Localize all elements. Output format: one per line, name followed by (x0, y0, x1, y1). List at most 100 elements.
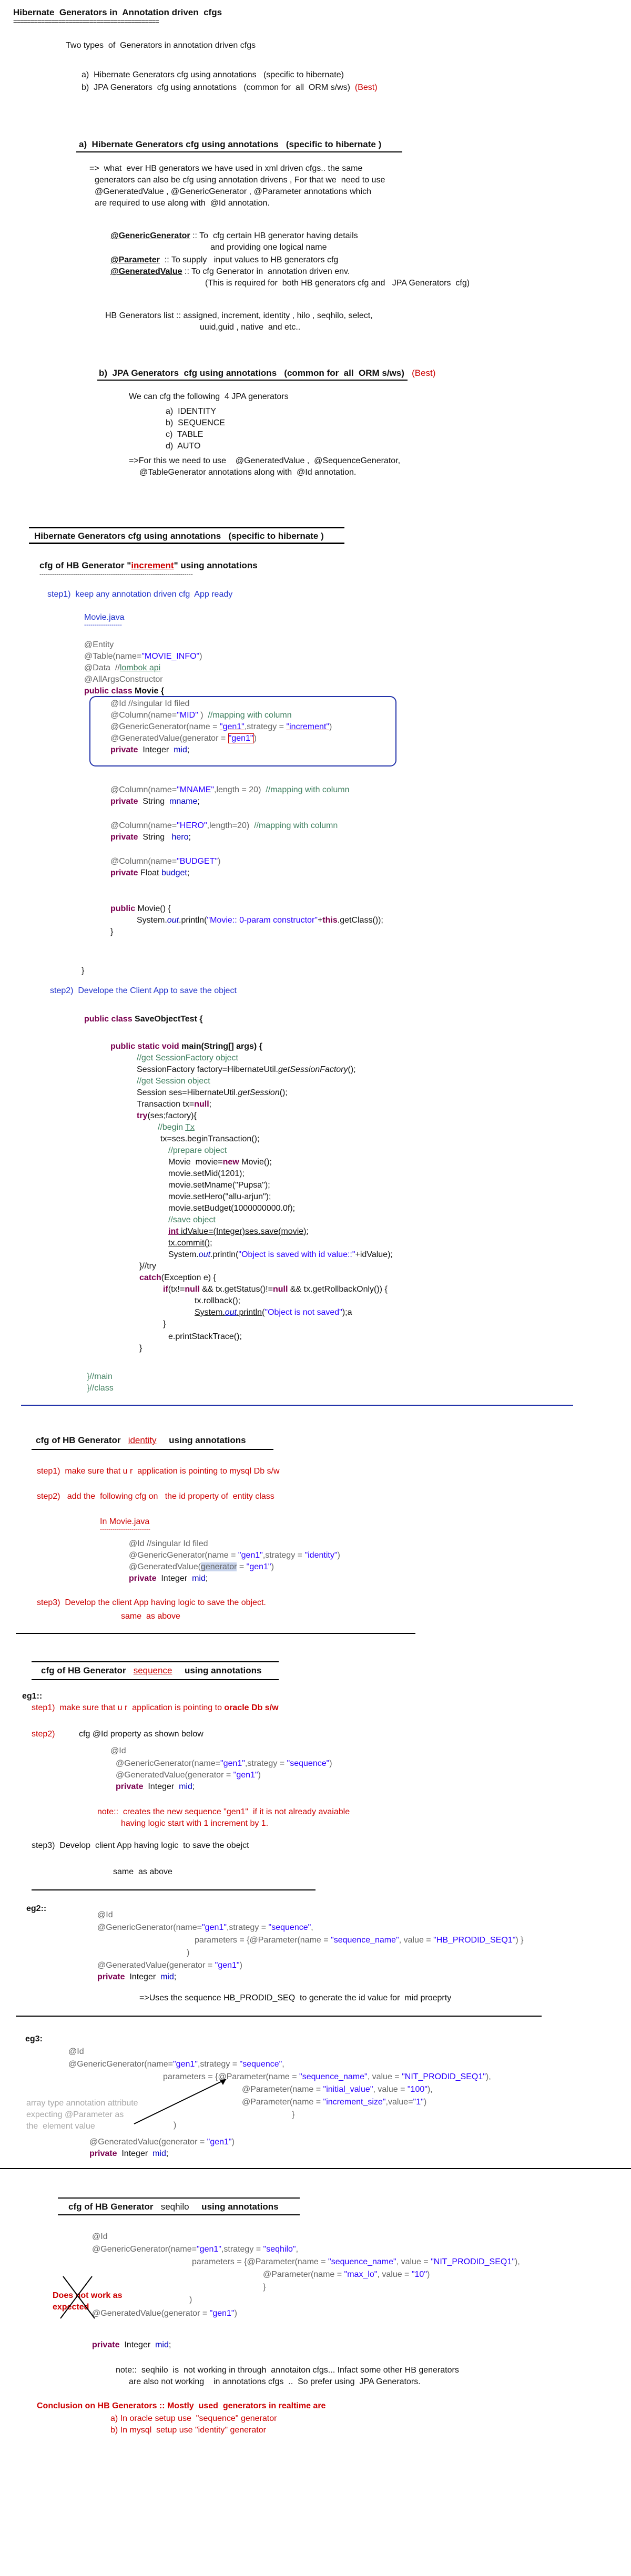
sequence-eg1: eg1:: (22, 1692, 43, 1701)
code-line: @Table(name="MOVIE_INFO") (84, 652, 202, 661)
code-line: ) (187, 1948, 190, 1957)
code-line: movie.setHero("allu-arjun"); (168, 1192, 271, 1201)
seqhilo-note: note:: seqhilo is not working in through… (116, 2366, 459, 2375)
jpa-generator-item: b) SEQUENCE (166, 418, 225, 427)
code-line: public class SaveObjectTest { (84, 1015, 203, 1024)
generated-value-def-2: (This is required for both HB generators… (205, 279, 470, 288)
code-line: } (292, 2110, 295, 2119)
sequence-step1: step1) make sure that u r application is… (32, 1703, 279, 1712)
code-line: @Column(name="BUDGET") (110, 857, 221, 866)
cross-mark-icon (63, 2276, 95, 2319)
parameter-def: @Parameter :: To supply input values to … (110, 255, 339, 264)
jpa-generator-item: a) IDENTITY (166, 407, 217, 416)
section-b-line: =>For this we need to use @GeneratedValu… (129, 456, 401, 465)
code-line: int idValue=(Integer)ses.save(movie); (168, 1227, 309, 1236)
sequence-same: same as above (113, 1867, 172, 1876)
sequence-note: note:: creates the new sequence "gen1" i… (97, 1807, 350, 1816)
code-line: @GeneratedValue(generator = "gen1") (110, 733, 257, 743)
code-line: public static void main(String[] args) { (110, 1042, 262, 1051)
code-line: movie.setBudget(1000000000.0f); (168, 1204, 296, 1213)
code-line: @Parameter(name = "max_lo", value = "10"… (263, 2270, 430, 2279)
code-line: @GenericGenerator(name="gen1",strategy =… (97, 1923, 313, 1932)
code-line: @GenericGenerator(name = "gen1",strategy… (129, 1551, 340, 1560)
code-line: @Column(name="MID" ) //mapping with colu… (110, 711, 292, 720)
intro-b: b) JPA Generators cfg using annotations … (82, 83, 378, 92)
jpa-generator-item: c) TABLE (166, 430, 203, 439)
sequence-heading: cfg of HB Generator sequence using annot… (41, 1665, 262, 1675)
code-line: @Data //lombok api (84, 663, 161, 672)
code-line: private Integer mid; (110, 745, 190, 754)
conclusion-title: Conclusion on HB Generators :: Mostly us… (37, 2401, 326, 2410)
code-line: @GenericGenerator(name = "gen1",strategy… (110, 722, 332, 731)
code-line: private Integer mid; (92, 2340, 171, 2349)
code-line: @AllArgsConstructor (84, 675, 163, 684)
increment-step1: step1) keep any annotation driven cfg Ap… (47, 590, 233, 599)
code-line: @Parameter(name = "increment_size",value… (242, 2098, 427, 2107)
code-line: private String hero; (110, 833, 191, 842)
code-line: } (139, 1344, 143, 1353)
code-line: @Id (110, 1746, 126, 1755)
increment-file: Movie.java (84, 613, 125, 622)
increment-step2: step2) Develope the Client App to save t… (50, 986, 237, 995)
hb-generators-heading: Hibernate Generators cfg using annotatio… (34, 531, 324, 541)
section-a-line: => what ever HB generators we have used … (89, 164, 363, 173)
section-a-heading: a) Hibernate Generators cfg using annota… (79, 139, 382, 149)
code-line: private Integer mid; (116, 1782, 195, 1791)
code-line: movie.setMname("Pupsa"); (168, 1181, 270, 1190)
generic-generator-def-2: and providing one logical name (210, 243, 327, 252)
section-divider (32, 1889, 316, 1890)
code-line: } (163, 1320, 166, 1328)
arrow-line (134, 2079, 227, 2124)
identity-step2: step2) add the following cfg on the id p… (37, 1492, 274, 1501)
intro-two-types: Two types of Generators in annotation dr… (66, 41, 256, 50)
identity-heading: cfg of HB Generator identity using annot… (36, 1435, 246, 1445)
code-line: @GeneratedValue(generator = "gen1") (89, 2138, 235, 2146)
code-line: parameters = {@Parameter(name = "sequenc… (163, 2072, 491, 2081)
code-line: SessionFactory factory=HibernateUtil.get… (137, 1065, 356, 1074)
code-line: @Id (92, 2232, 108, 2241)
section-divider (0, 2168, 631, 2169)
hb-generators-list-2: uuid,guid , native and etc.. (200, 323, 301, 332)
code-line: ) (174, 2121, 177, 2130)
code-line: e.printStackTrace(); (168, 1332, 242, 1341)
code-line: tx.rollback(); (195, 1296, 241, 1305)
code-line: movie.setMid(1201); (168, 1169, 245, 1178)
best-label: (Best) (354, 83, 378, 92)
highlight-box (89, 696, 396, 766)
code-line: }//try (139, 1262, 157, 1271)
section-divider (21, 1405, 573, 1406)
code-line: private Integer mid; (129, 1574, 208, 1583)
code-line: @Id (68, 2047, 84, 2056)
code-line: if(tx!=null && tx.getStatus()!=null && t… (163, 1285, 388, 1294)
code-line: @GenericGenerator(name="gen1",strategy =… (68, 2060, 284, 2069)
code-line: } (110, 927, 114, 936)
error-tooltip-line: array type annotation attribute (26, 2099, 138, 2108)
increment-dash: ----------------------------------------… (39, 570, 193, 578)
error-tooltip-line: the element value (26, 2122, 95, 2131)
code-line: //get SessionFactory object (137, 1054, 238, 1062)
section-a-line: are required to use along with @Id annot… (95, 199, 270, 208)
code-line: @Id //singular Id filed (129, 1539, 208, 1548)
code-line: }//class (87, 1384, 114, 1393)
code-line: //prepare object (168, 1146, 227, 1155)
code-line: tx.commit(); (168, 1239, 212, 1248)
code-line: @Parameter(name = "initial_value", value… (242, 2085, 433, 2094)
code-line: @GeneratedValue(generator = "gen1") (116, 1771, 261, 1780)
sequence-step3: step3) Develop client App having logic t… (32, 1841, 249, 1850)
code-line: public class Movie { (84, 687, 165, 696)
section-a-line: @GeneratedValue , @GenericGenerator , @P… (95, 187, 372, 196)
section-b-line: We can cfg the following 4 JPA generator… (129, 392, 289, 401)
title-rule: ========================================… (13, 17, 159, 25)
identity-step1: step1) make sure that u r application is… (37, 1467, 280, 1476)
identity-step3: step3) Develop the client App having log… (37, 1598, 266, 1607)
code-line: //begin Tx (158, 1123, 195, 1132)
sequence-eg2-note: =>Uses the sequence HB_PRODID_SEQ to gen… (139, 1994, 452, 2002)
code-line: @Id (97, 1910, 113, 1919)
code-line: @Column(name="HERO",length=20) //mapping… (110, 821, 338, 830)
sequence-eg2: eg2:: (26, 1904, 47, 1913)
code-line: parameters = {@Parameter(name = "sequenc… (192, 2257, 520, 2266)
code-line: catch(Exception e) { (139, 1273, 216, 1282)
code-line: Session ses=HibernateUtil.getSession(); (137, 1088, 288, 1097)
cross-mark-icon (60, 2276, 93, 2319)
